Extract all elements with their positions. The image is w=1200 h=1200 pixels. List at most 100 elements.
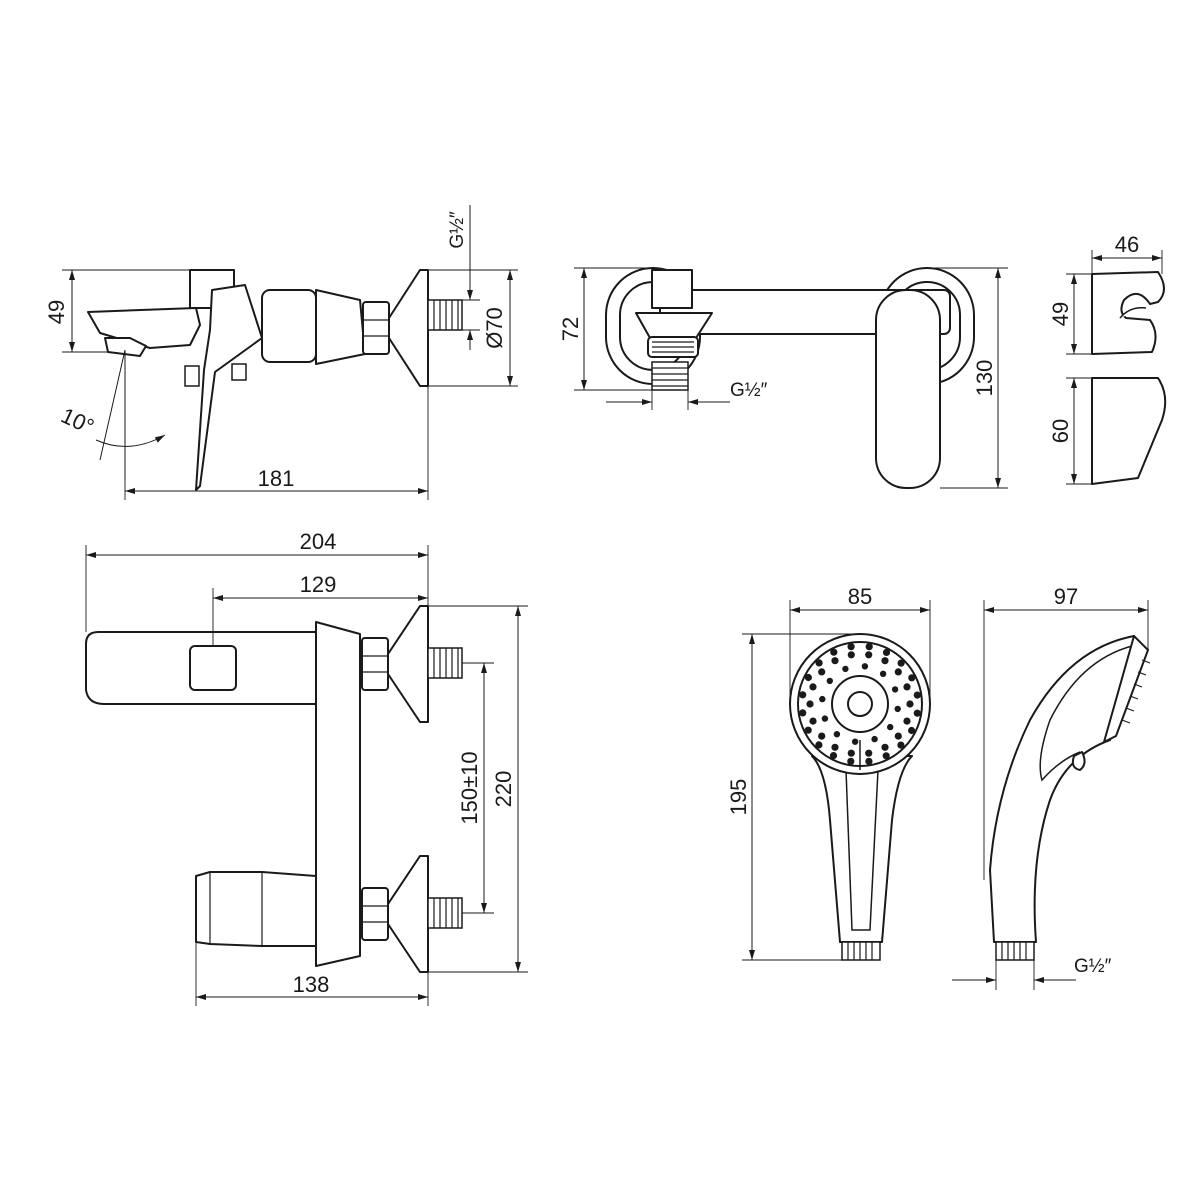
nozzle-hole bbox=[906, 700, 914, 708]
pipe-threads bbox=[433, 300, 459, 330]
holder-top bbox=[1091, 271, 1165, 355]
handle-inner-line bbox=[845, 769, 879, 931]
side-thread bbox=[995, 941, 1035, 961]
holder-top-height-label: 49 bbox=[1048, 302, 1073, 326]
nipple-left bbox=[184, 365, 200, 387]
nozzle-hole bbox=[913, 691, 921, 699]
side-width-label: 97 bbox=[1054, 584, 1078, 609]
connector-body bbox=[315, 289, 366, 365]
upper-hex-nut bbox=[361, 637, 389, 691]
spout bbox=[87, 307, 201, 349]
front-diverter-knob bbox=[189, 645, 237, 691]
outlet-pipe-threads bbox=[652, 367, 688, 387]
hand-shower-side-view: 97 G½″ bbox=[952, 584, 1151, 990]
holder-bottom bbox=[1091, 377, 1167, 485]
upper-pipe-threads bbox=[433, 648, 459, 678]
nozzle-hole bbox=[894, 668, 902, 676]
holder-width-label: 46 bbox=[1115, 232, 1139, 257]
nozzle-hole bbox=[891, 686, 899, 693]
angle-line bbox=[99, 349, 126, 461]
hand-shower-width-label: 85 bbox=[848, 584, 872, 609]
nozzle-hole bbox=[903, 683, 911, 691]
nozzle-hole bbox=[847, 749, 855, 757]
side-view: 10° 49 Ø70 G½″ 181 bbox=[44, 205, 518, 500]
side-spray-face bbox=[1103, 635, 1149, 743]
front-total-height-label: 220 bbox=[491, 771, 516, 808]
nozzle-hole bbox=[913, 709, 921, 717]
nozzle-hole bbox=[851, 738, 859, 745]
nipple-right bbox=[231, 363, 247, 381]
nozzle-hole bbox=[833, 731, 841, 738]
side-height-label: 49 bbox=[44, 300, 69, 324]
nozzle-hole bbox=[861, 663, 869, 670]
back-total-height-label: 130 bbox=[972, 360, 997, 397]
lever-handle bbox=[195, 284, 263, 491]
nozzle-hole bbox=[830, 648, 838, 656]
nozzle-hole bbox=[831, 657, 839, 665]
side-spray-teeth bbox=[1121, 659, 1151, 724]
side-mode-tab bbox=[1071, 751, 1086, 771]
nozzle-hole bbox=[882, 648, 891, 657]
holder-view: 46 49 60 bbox=[1048, 232, 1167, 485]
nozzle-hole bbox=[871, 735, 878, 743]
hand-shower-thread-lines bbox=[847, 942, 873, 960]
nozzle-hole bbox=[897, 741, 905, 749]
back-thread-label: G½″ bbox=[730, 380, 768, 401]
spout-outlet bbox=[104, 337, 147, 357]
front-view: 204 129 150±10 220 138 bbox=[85, 529, 528, 1006]
nozzle-hole bbox=[819, 695, 826, 703]
cartridge-body bbox=[261, 289, 317, 363]
nozzle-hole bbox=[903, 717, 911, 725]
side-thread-label: G½″ bbox=[447, 211, 468, 249]
nozzle-hole bbox=[865, 749, 873, 757]
nozzle-hole bbox=[887, 723, 894, 731]
lower-pipe bbox=[427, 897, 463, 929]
angle-label: 10° bbox=[57, 403, 98, 440]
nozzle-hole bbox=[847, 643, 855, 651]
nozzle-hole bbox=[865, 643, 873, 651]
front-total-width-label: 204 bbox=[300, 529, 337, 554]
upper-pipe bbox=[427, 647, 463, 679]
front-spout-width-label: 129 bbox=[300, 572, 337, 597]
nozzle-hole bbox=[894, 732, 902, 740]
nozzle-hole bbox=[894, 705, 901, 713]
nozzle-holes bbox=[799, 643, 921, 765]
threaded-pipe bbox=[427, 299, 463, 331]
front-cartridge bbox=[195, 871, 317, 947]
front-base-width-label: 138 bbox=[293, 972, 330, 997]
nozzle-hole bbox=[829, 752, 838, 760]
nozzle-hole bbox=[881, 743, 889, 751]
nozzle-hole bbox=[809, 683, 817, 691]
lever-handle-back bbox=[875, 289, 941, 489]
flange-diameter-label: Ø70 bbox=[482, 307, 507, 349]
nozzle-hole bbox=[799, 691, 807, 699]
hand-shower-length-label: 195 bbox=[726, 779, 751, 816]
nozzle-hole bbox=[865, 757, 873, 765]
holder-top-inner bbox=[1119, 306, 1147, 319]
side-thread-lines bbox=[1001, 942, 1027, 960]
nozzle-hole bbox=[799, 709, 807, 717]
nozzle-hole bbox=[879, 670, 887, 677]
nozzle-hole bbox=[818, 668, 826, 676]
hand-shower-front-view: 85 195 bbox=[726, 584, 931, 961]
nozzle-hole bbox=[865, 651, 873, 659]
nozzle-hole bbox=[818, 732, 826, 740]
hex-nut bbox=[362, 301, 390, 355]
nozzle-hole bbox=[847, 651, 855, 659]
nozzle-hole bbox=[804, 726, 812, 734]
nozzle-hole bbox=[908, 674, 916, 682]
back-view: 72 G½″ 130 bbox=[558, 267, 1008, 489]
side-thread-label: G½″ bbox=[1074, 956, 1112, 977]
nozzle-hole bbox=[881, 657, 889, 665]
nozzle-hole bbox=[847, 757, 855, 765]
center-distance-label: 150±10 bbox=[457, 751, 482, 824]
nozzle-hole bbox=[897, 659, 905, 667]
shower-head-core bbox=[847, 691, 873, 717]
upper-flange bbox=[387, 605, 429, 723]
lower-flange bbox=[387, 855, 429, 973]
nozzle-hole bbox=[882, 752, 890, 760]
side-length-label: 181 bbox=[258, 466, 295, 491]
back-height-label: 72 bbox=[558, 317, 583, 341]
front-body bbox=[315, 621, 361, 967]
